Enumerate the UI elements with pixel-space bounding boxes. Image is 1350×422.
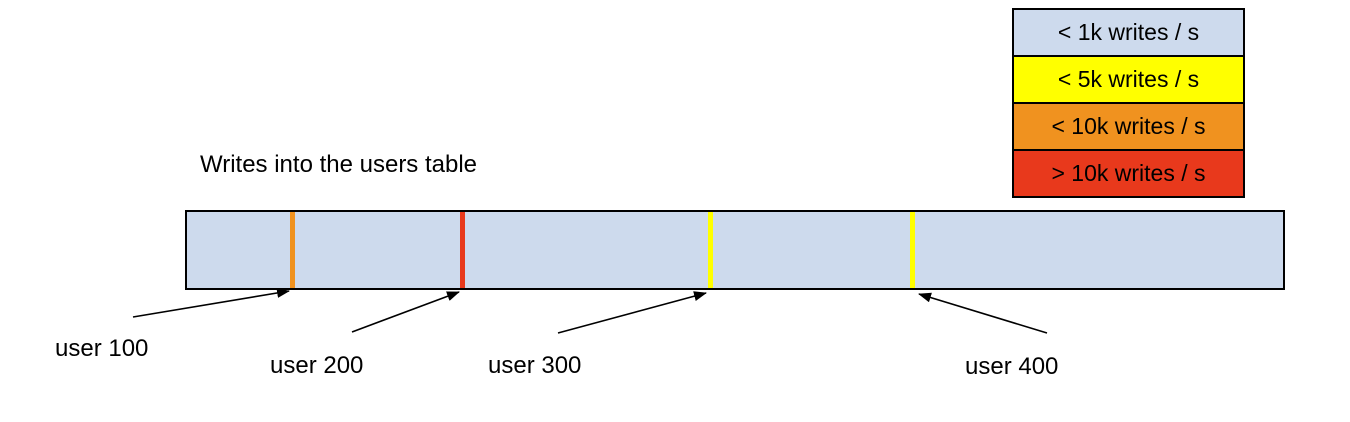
- arrow-user-100: [132, 288, 290, 318]
- user-400-label: user 400: [965, 353, 1059, 380]
- arrow-user-300: [557, 291, 707, 334]
- legend-item-lt-5k: < 5k writes / s: [1014, 57, 1243, 104]
- diagram-title: Writes into the users table: [200, 151, 478, 178]
- user-200-label: user 200: [270, 352, 364, 379]
- legend: < 1k writes / s < 5k writes / s < 10k wr…: [1012, 8, 1245, 198]
- user-300-label: user 300: [488, 352, 582, 379]
- user-100-label: user 100: [55, 335, 149, 362]
- arrow-user-400: [918, 292, 1048, 334]
- legend-item-lt-10k: < 10k writes / s: [1014, 104, 1243, 151]
- users-table-bar: [185, 210, 1285, 290]
- arrow-user-200: [351, 291, 460, 333]
- hot-key-stripe-user-100: [290, 212, 295, 288]
- hot-key-stripe-user-200: [460, 212, 465, 288]
- hot-key-stripe-user-400: [910, 212, 915, 288]
- legend-item-gt-10k: > 10k writes / s: [1014, 151, 1243, 196]
- hot-key-stripe-user-300: [708, 212, 713, 288]
- legend-item-lt-1k: < 1k writes / s: [1014, 10, 1243, 57]
